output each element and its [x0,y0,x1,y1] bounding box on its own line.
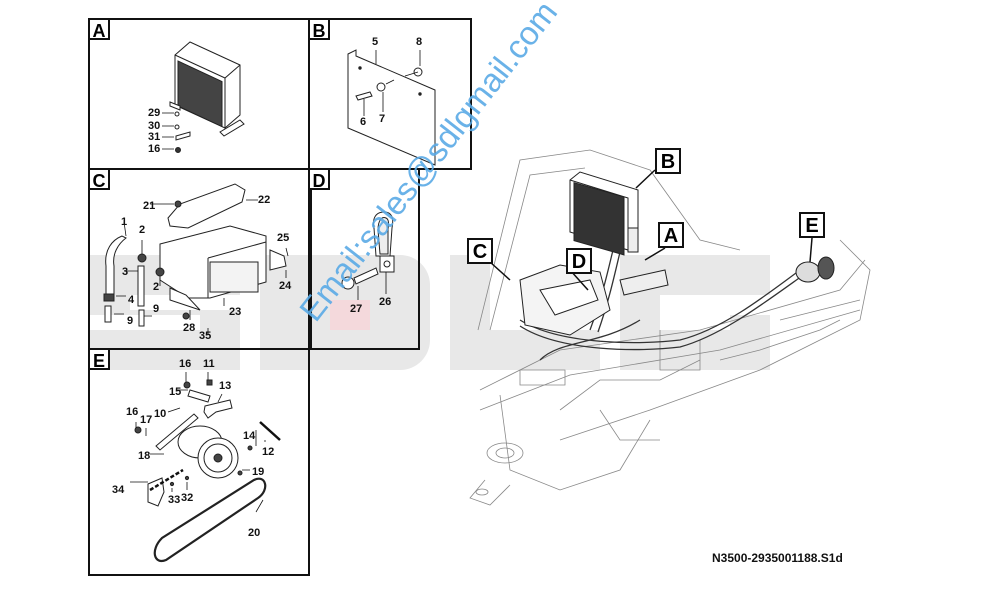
part-label-1: 1 [121,216,128,228]
leader-b [635,169,656,189]
leader-a [644,247,666,261]
part-label-8: 8 [416,36,423,48]
part-label-4: 4 [128,294,135,306]
part-label-13: 13 [219,380,232,392]
part-label-12: 12 [262,446,275,458]
part-label-16: 16 [148,143,161,155]
part-label-5: 5 [372,36,379,48]
leader-e [809,237,813,263]
panel-b-label: B [308,18,330,41]
part-label-2a: 2 [139,224,146,236]
callout-d[interactable]: D [566,248,592,274]
part-label-9a: 9 [153,303,160,315]
callout-b[interactable]: B [655,148,681,174]
panel-d: D 27 26 [308,168,420,350]
part-label-14: 14 [243,430,256,442]
part-label-22: 22 [258,194,271,206]
part-label-34: 34 [112,484,125,496]
panel-c-label: C [88,168,110,191]
part-label-28: 28 [183,322,196,334]
panel-b: B 5 8 6 7 [308,18,472,170]
part-label-32: 32 [181,492,194,504]
clamp-drawing [341,211,395,300]
panel-a-label: A [88,18,110,41]
part-label-2b: 2 [153,281,160,293]
panel-d-label: D [308,168,330,191]
part-label-10: 10 [154,408,167,420]
part-label-19: 19 [252,466,265,478]
callout-e[interactable]: E [799,212,825,238]
part-label-3: 3 [122,266,129,278]
panel-e: E 16 11 15 13 16 17 10 14 [88,348,310,576]
part-label-16b: 16 [126,406,139,418]
part-label-24: 24 [279,280,292,292]
part-label-6: 6 [360,116,367,128]
part-label-27: 27 [350,303,363,315]
part-label-7: 7 [379,113,386,125]
part-label-15: 15 [169,386,182,398]
part-label-17: 17 [140,414,153,426]
drawing-reference-code: N3500-2935001188.S1d [712,551,843,565]
part-label-21: 21 [143,200,156,212]
evaporator-drawing [103,183,289,334]
part-label-33: 33 [168,494,181,506]
callout-c[interactable]: C [467,238,493,264]
part-label-9b: 9 [127,315,134,327]
part-label-31: 31 [148,131,161,143]
plate-drawing [347,49,436,166]
compressor-drawing [130,372,281,563]
part-label-35: 35 [199,330,212,342]
part-label-16a: 16 [179,358,192,370]
part-label-23: 23 [229,306,242,318]
part-label-18: 18 [138,450,151,462]
leader-c [489,261,511,281]
panel-a: A 29 30 31 16 [88,18,310,170]
logo-red-accent [330,300,370,330]
panel-e-label: E [88,348,110,371]
condenser-drawing [162,41,245,153]
callout-a[interactable]: A [658,222,684,248]
part-label-20: 20 [248,527,261,539]
part-label-30: 30 [148,120,161,132]
part-label-26: 26 [379,296,392,308]
panel-c: C 21 22 1 2 25 3 2 4 9 24 9 23 28 [88,168,312,350]
part-label-29: 29 [148,107,161,119]
part-label-25: 25 [277,232,290,244]
part-label-11: 11 [203,358,215,370]
